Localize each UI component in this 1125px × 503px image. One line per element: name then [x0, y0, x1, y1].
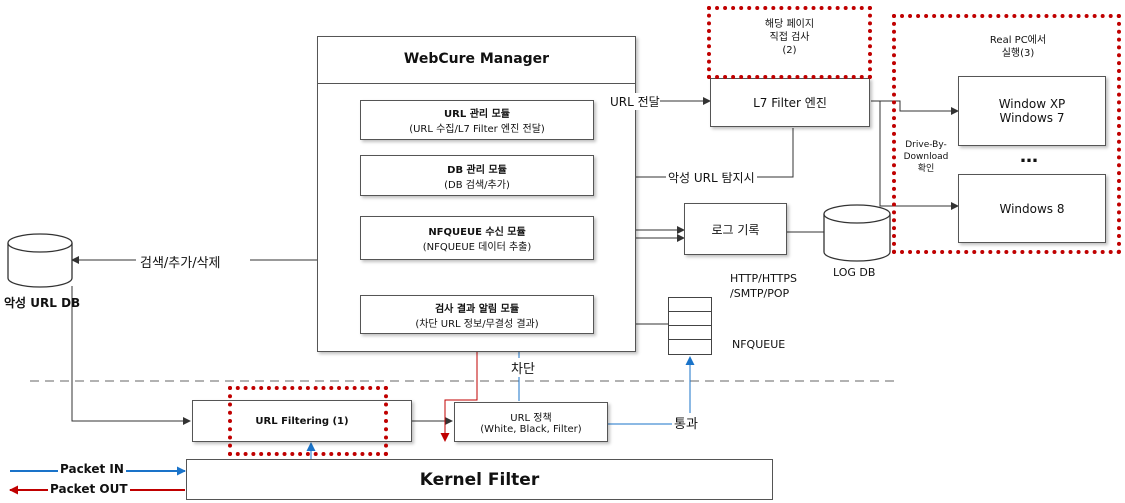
win7-label: Windows 7	[999, 111, 1065, 125]
winxp-label: Window XP	[998, 97, 1066, 111]
page-check-highlight	[707, 6, 872, 79]
alert-module-sub: (차단 URL 정보/무결성 결과)	[415, 318, 539, 330]
page-check-line2: 직접 검사	[769, 32, 810, 43]
block-label: 차단	[511, 358, 535, 377]
nfqueue-label: NFQUEUE	[732, 338, 786, 351]
alert-module-title: 검사 결과 알림 모듈	[434, 303, 520, 315]
malicious-db-cylinder-icon	[7, 233, 73, 288]
protocol-text: HTTP/HTTPS /SMTP/POP	[730, 271, 797, 301]
l7-filter-engine: L7 Filter 엔진	[710, 78, 870, 127]
malicious-detect-label: 악성 URL 탐지시	[666, 169, 757, 186]
packet-in-label: Packet IN	[58, 462, 126, 476]
url-filtering-highlight	[228, 386, 388, 456]
manager-title-divider	[317, 83, 636, 84]
url-policy-line1: URL 정책	[510, 413, 552, 424]
protocol-line1: HTTP/HTTPS	[730, 272, 797, 285]
log-record-label: 로그 기록	[711, 222, 760, 237]
db-module-sub: (DB 검색/추가)	[444, 179, 510, 191]
url-pass-label: URL 전달	[610, 93, 660, 110]
real-pc-highlight	[892, 14, 1121, 254]
url-module-title: URL 관리 모듈	[444, 109, 510, 120]
driveby-line2: Download	[903, 152, 949, 162]
windows-xp-7-box: Window XP Windows 7	[958, 76, 1106, 146]
driveby-text: Drive-By- Download 확인	[896, 139, 956, 175]
url-policy-line2: (White, Black, Filter)	[480, 424, 582, 435]
kernel-filter-box: Kernel Filter	[186, 459, 773, 500]
url-management-module: URL 관리 모듈 (URL 수집/L7 Filter 엔진 전달)	[360, 100, 594, 140]
page-check-line3: (2)	[782, 45, 797, 56]
windows-8-box: Windows 8	[958, 174, 1106, 243]
db-module-title: DB 관리 모듈	[447, 164, 507, 176]
nfqueue-receive-module: NFQUEUE 수신 모듈 (NFQUEUE 데이터 추출)	[360, 216, 594, 260]
page-check-line1: 해당 페이지	[764, 19, 815, 30]
real-pc-line1: Real PC에서	[989, 35, 1047, 46]
db-ops-label: 검색/추가/삭제	[138, 252, 223, 271]
kernel-filter-label: Kernel Filter	[419, 469, 540, 490]
log-record-box: 로그 기록	[684, 203, 787, 255]
driveby-line3: 확인	[917, 164, 935, 174]
ellipsis-label: …	[1020, 146, 1038, 167]
real-pc-text: Real PC에서 실행(3)	[968, 34, 1068, 60]
nfq-module-sub: (NFQUEUE 데이터 추출)	[422, 242, 532, 253]
l7-label: L7 Filter 엔진	[753, 96, 827, 110]
url-policy-box: URL 정책 (White, Black, Filter)	[454, 402, 608, 442]
db-management-module: DB 관리 모듈 (DB 검색/추가)	[360, 155, 594, 196]
alert-result-module: 검사 결과 알림 모듈 (차단 URL 정보/무결성 결과)	[360, 295, 594, 334]
nfq-module-title: NFQUEUE 수신 모듈	[428, 227, 526, 238]
protocol-line2: /SMTP/POP	[730, 287, 790, 300]
manager-title: WebCure Manager	[403, 51, 550, 67]
nfqueue-stack	[668, 297, 712, 355]
win8-label: Windows 8	[999, 201, 1065, 216]
pass-label: 통과	[672, 413, 700, 432]
packet-out-label: Packet OUT	[48, 482, 130, 496]
url-module-sub: (URL 수집/L7 Filter 엔진 전달)	[409, 124, 545, 135]
page-check-text: 해당 페이지 직접 검사 (2)	[712, 18, 867, 57]
log-db-cylinder-icon	[823, 204, 891, 262]
real-pc-line2: 실행(3)	[1001, 48, 1035, 59]
log-db-label: LOG DB	[833, 266, 876, 279]
malicious-db-label: 악성 URL DB	[4, 296, 81, 310]
url-filtering-label: URL Filtering (1)	[255, 415, 349, 427]
driveby-line1: Drive-By-	[905, 140, 947, 150]
